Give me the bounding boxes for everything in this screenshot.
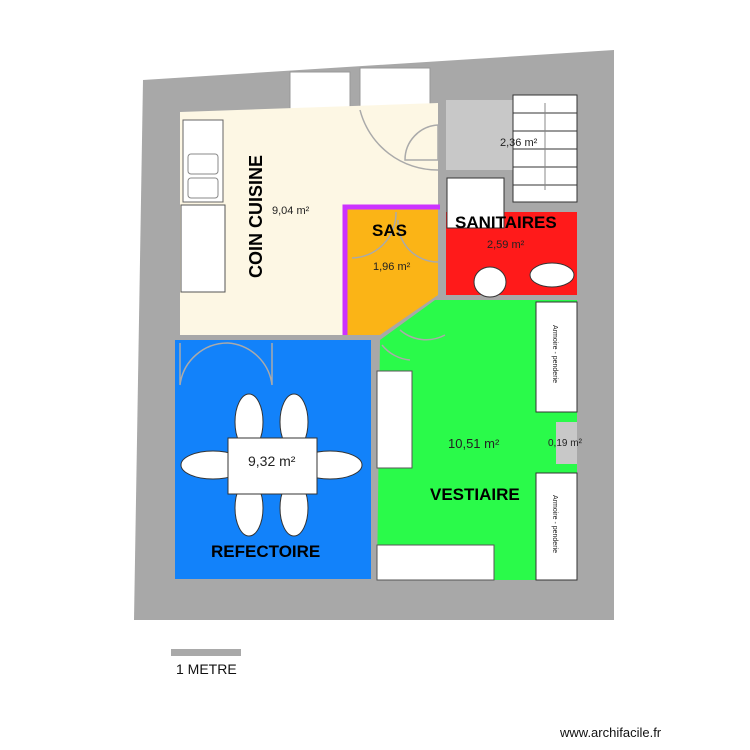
area-sas: 1,96 m² [373, 261, 411, 273]
stair-area [446, 100, 516, 170]
area-refectoire: 9,32 m² [248, 453, 296, 469]
wardrobe-bottom-label: Armoire - penderie [551, 495, 558, 553]
scale-label: 1 METRE [176, 661, 237, 677]
watermark: www.archifacile.fr [560, 725, 662, 740]
window-1 [289, 71, 351, 113]
area-sanitaires: 2,59 m² [487, 239, 525, 251]
dining-table [180, 393, 363, 537]
area-coin-cuisine: 9,04 m² [272, 205, 310, 217]
bench-bottom [376, 544, 495, 581]
area-stairs: 2,36 m² [500, 137, 538, 149]
wardrobe-bottom [535, 472, 578, 581]
toilet [529, 262, 575, 288]
room-coin-cuisine[interactable] [180, 103, 438, 335]
washbasin [473, 266, 507, 298]
room-sas[interactable] [345, 208, 438, 335]
area-vestiaire: 10,51 m² [448, 436, 500, 451]
closet [556, 422, 577, 464]
staircase [512, 94, 578, 203]
shower [446, 177, 505, 229]
label-sanitaires: SANITAIRES [455, 213, 557, 232]
label-refectoire: REFECTOIRE [211, 542, 320, 561]
label-sas: SAS [372, 221, 407, 240]
scale-bar [171, 649, 241, 656]
sas-partition [342, 204, 440, 335]
kitchen-counter [180, 204, 226, 293]
wardrobe-top [535, 301, 578, 413]
label-coin-cuisine: COIN CUISINE [246, 155, 266, 278]
area-closet: 0,19 m² [548, 438, 583, 449]
room-vestiaire[interactable] [377, 300, 577, 580]
wardrobe-top-label: Armoire - penderie [551, 325, 558, 383]
window-2 [359, 67, 431, 109]
label-vestiaire: VESTIAIRE [430, 485, 520, 504]
bench-left [376, 370, 413, 469]
